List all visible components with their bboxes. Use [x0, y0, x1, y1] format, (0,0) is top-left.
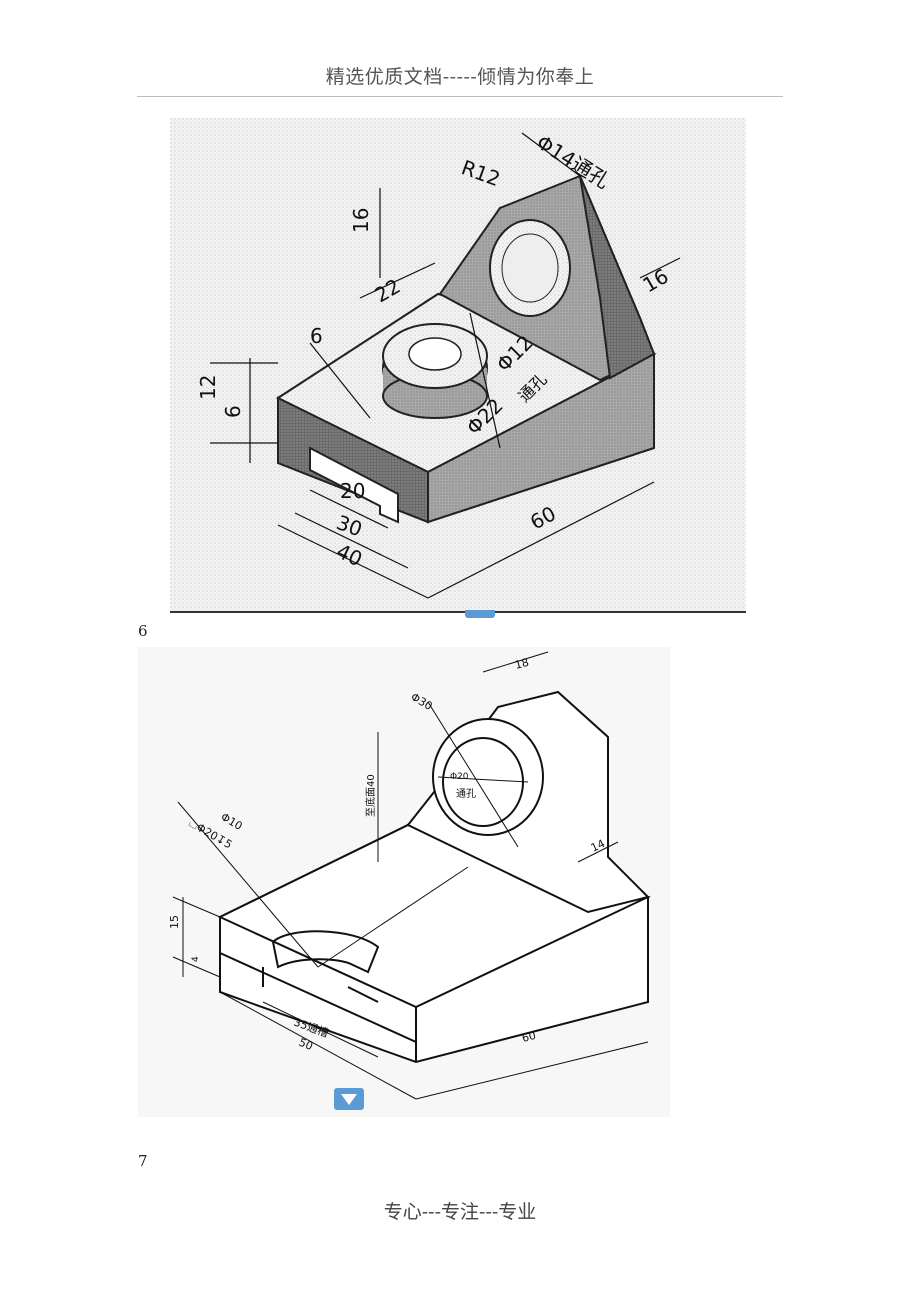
figure-6-number: 6	[138, 622, 148, 640]
figure-7-number: 7	[138, 1152, 148, 1170]
fig6-dim-20: 20	[340, 479, 365, 503]
figure-6-drawing: Φ14通孔 R12 16 22 16 6 Φ12 通孔 12 6 Φ22 20 …	[170, 118, 746, 614]
fig7-dim-14: 14	[589, 837, 607, 855]
fig7-dim-zhidi: 至底面40	[364, 774, 377, 817]
figure-6-svg: Φ14通孔 R12 16 22 16 6 Φ12 通孔 12 6 Φ22 20 …	[170, 118, 746, 613]
header-rule	[137, 96, 783, 97]
fig7-dim-phi20: Φ20	[450, 772, 469, 782]
fig7-dim-60: 60	[521, 1029, 538, 1045]
fig7-dim-4: 4	[191, 956, 201, 962]
fig7-dim-50: 50	[297, 1036, 315, 1053]
fig6-dim-6b: 6	[221, 405, 245, 418]
fig6-dim-6: 6	[310, 324, 323, 348]
scroll-up-handle[interactable]	[465, 610, 495, 618]
fig7-dim-15: 15	[168, 915, 181, 929]
figure-7-drawing: 18 Φ30 Φ20 通孔 至底面40 14 Φ10 ⌴Φ20↧5 15 4 3…	[138, 647, 670, 1117]
fig7-dim-tongkong: 通孔	[456, 788, 476, 800]
page-footer: 专心---专注---专业	[383, 1201, 537, 1223]
fig6-dim-16: 16	[349, 208, 373, 233]
fig7-dim-18: 18	[513, 656, 530, 672]
page-header: 精选优质文档-----倾情为你奉上	[325, 66, 595, 88]
chevron-down-icon	[341, 1094, 357, 1105]
scroll-down-button[interactable]	[334, 1088, 364, 1110]
fig6-dim-12: 12	[196, 375, 220, 400]
figure-7-svg: 18 Φ30 Φ20 通孔 至底面40 14 Φ10 ⌴Φ20↧5 15 4 3…	[138, 647, 670, 1117]
